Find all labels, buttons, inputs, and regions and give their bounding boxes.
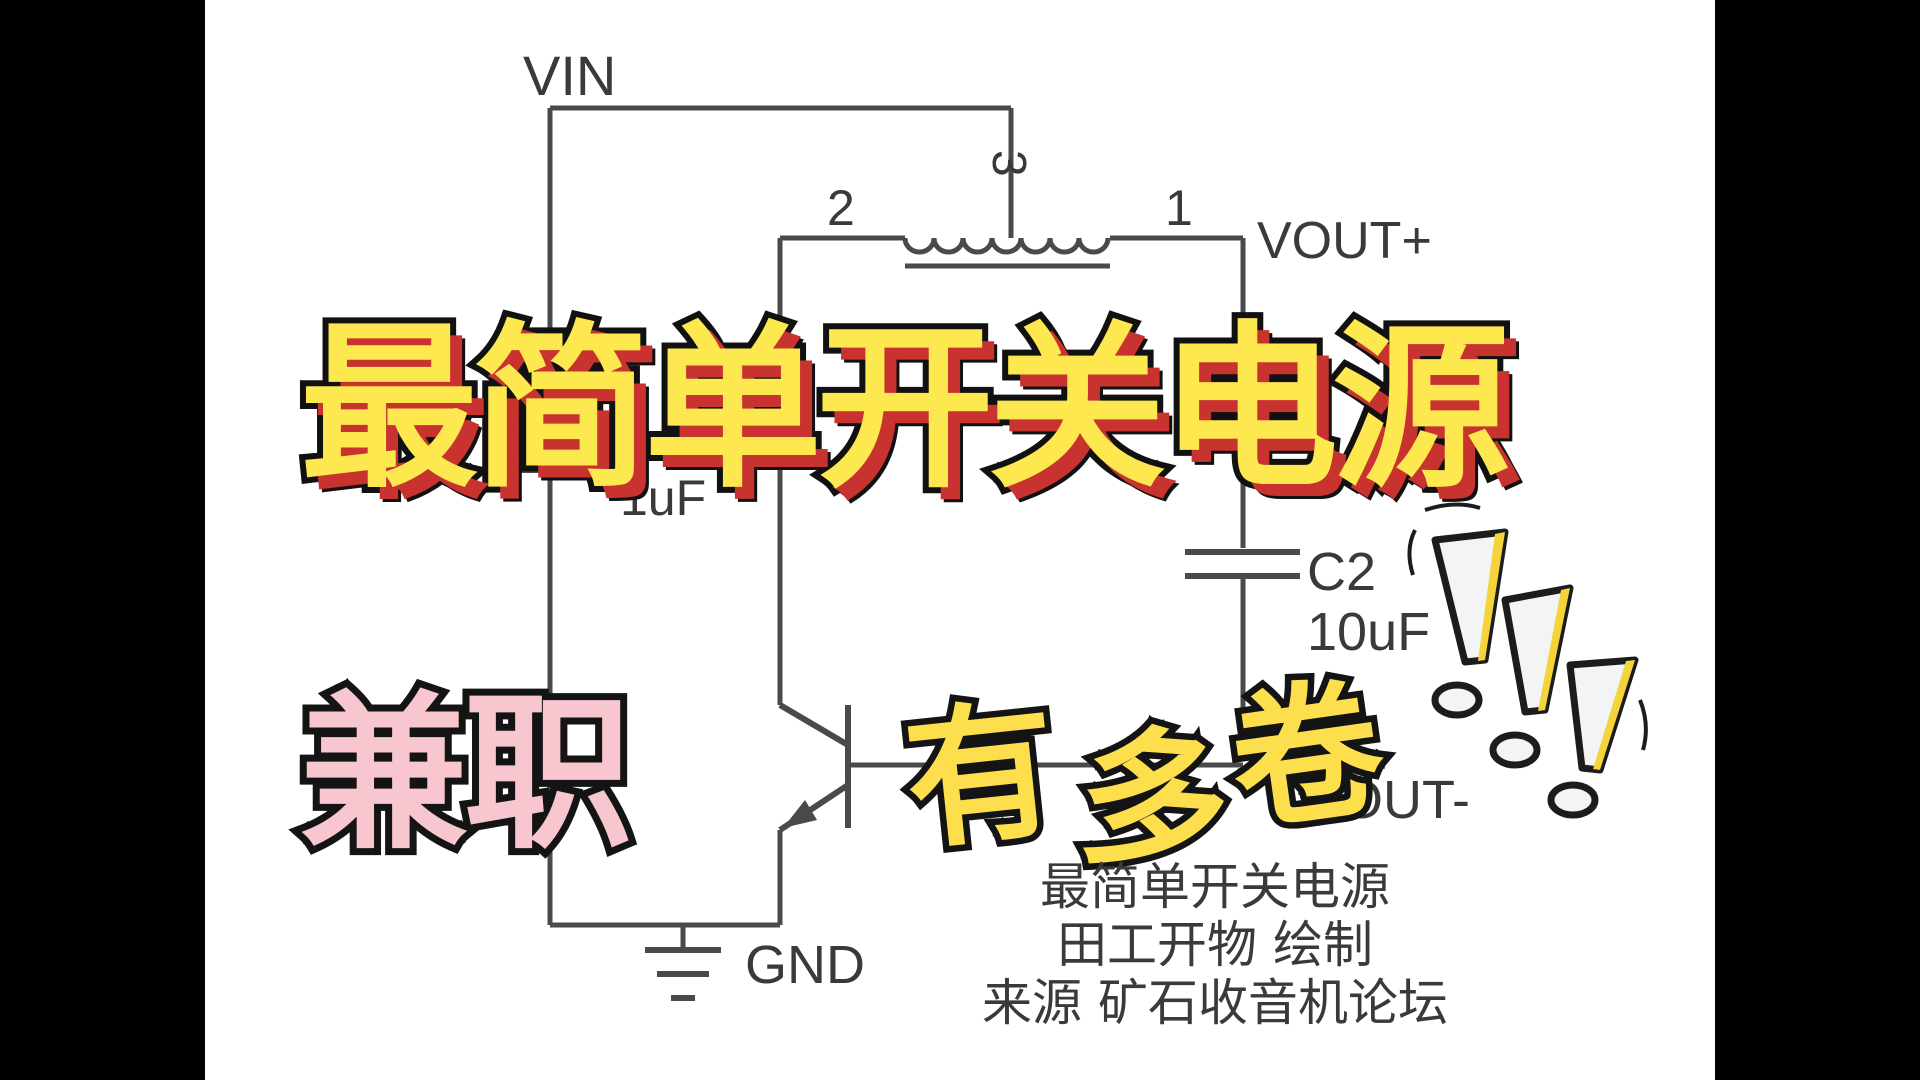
inductor-coil: [902, 237, 1111, 255]
exclaim-dot-1: [1431, 681, 1483, 719]
label-c2-value: 10uF: [1307, 602, 1430, 662]
exclaim-accent-3: [1593, 660, 1635, 770]
circuit-schematic: VIN 3 2 1 VOUT+ 1uF C2 10uF VOUT- GND: [505, 44, 1470, 1001]
exclaim-accent-2: [1538, 588, 1570, 711]
diagram-canvas: VIN 3 2 1 VOUT+ 1uF C2 10uF VOUT- GND 最简…: [205, 0, 1715, 1080]
capacitor-c2: [1185, 549, 1300, 579]
credits-line-1: 最简单开关电源: [1040, 858, 1390, 916]
exclaim-accent-1: [1478, 532, 1505, 661]
sticker-char-you: 有: [891, 676, 1071, 878]
exclaim-dot-3: [1547, 781, 1599, 819]
label-vout-plus: VOUT+: [1257, 212, 1432, 270]
transistor-emitter-arrow: [783, 800, 817, 828]
label-pin1: 1: [1165, 180, 1193, 236]
credits-line-2: 田工开物 绘制: [1057, 916, 1373, 974]
transistor: [778, 702, 851, 833]
label-pin2: 2: [827, 180, 855, 236]
label-vout-minus: VOUT-: [1305, 770, 1470, 830]
overlay-title: 最简单开关电源: [294, 299, 1516, 518]
credits-line-3: 来源 矿石收音机论坛: [982, 974, 1448, 1032]
label-c2-name: C2: [1307, 542, 1376, 602]
label-vin: VIN: [523, 44, 616, 107]
label-pin3: 3: [982, 150, 1035, 177]
exclaim-motion-lines: [1407, 502, 1648, 751]
sticker-char-juan: 卷: [1214, 654, 1400, 860]
label-gnd: GND: [745, 935, 865, 995]
ground-symbol: [645, 947, 721, 1001]
transistor-collector-leg: [778, 702, 850, 748]
exclaim-dot-2: [1489, 731, 1541, 769]
wires: [547, 105, 1246, 950]
inductor: [902, 237, 1111, 269]
exclamation-sticker-icon: [1407, 502, 1648, 819]
overlay-parttime: 兼职: [293, 669, 639, 879]
credits: 最简单开关电源 田工开物 绘制 来源 矿石收音机论坛: [935, 858, 1495, 1032]
label-c1-value: 1uF: [620, 470, 706, 526]
